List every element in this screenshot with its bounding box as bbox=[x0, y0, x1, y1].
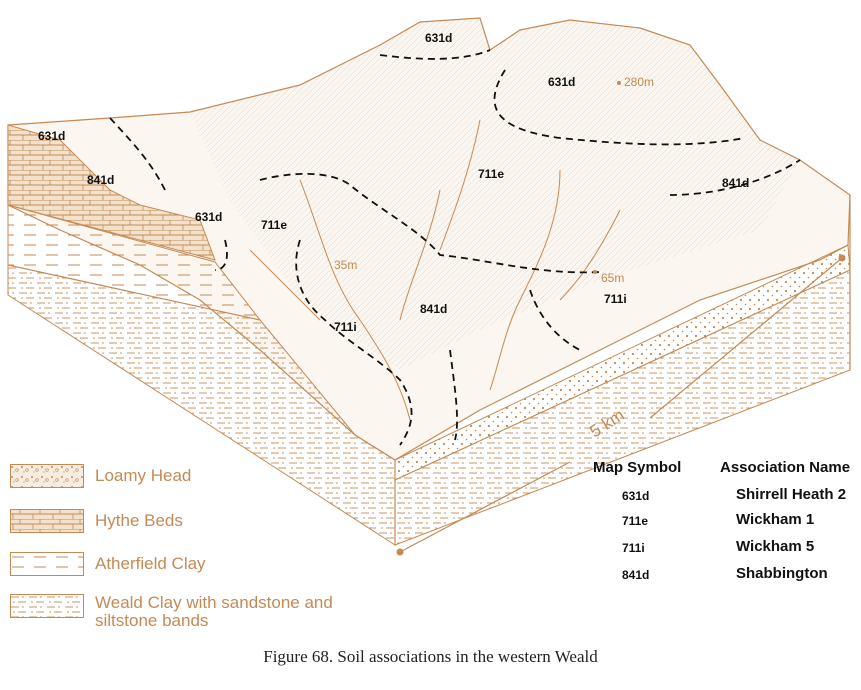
label-631d-mid: 631d bbox=[195, 210, 222, 224]
legend-swatch-hythe-beds bbox=[10, 509, 84, 533]
table-row-symbol: 631d bbox=[622, 489, 650, 503]
scale-bar: 5 km bbox=[396, 254, 846, 556]
table-header-symbol: Map Symbol bbox=[593, 459, 682, 476]
legend-label-atherfield-clay: Atherfield Clay bbox=[95, 554, 206, 573]
legend-swatch-loamy-head bbox=[10, 464, 84, 488]
legend-swatch-hythe-beds-svg bbox=[10, 509, 84, 533]
scale-bar-end bbox=[838, 254, 846, 262]
right-face-outline bbox=[394, 195, 851, 545]
label-711e-center: 711e bbox=[478, 167, 504, 181]
legend-swatch-atherfield-clay-svg bbox=[10, 552, 84, 576]
table-row-name: Wickham 5 bbox=[736, 538, 815, 555]
table-row-name: Wickham 1 bbox=[736, 511, 815, 528]
elevation-point-65 bbox=[593, 270, 597, 274]
elevation-280m: 280m bbox=[624, 75, 654, 89]
legend-swatch-weald-clay bbox=[10, 594, 84, 618]
legend-label-hythe-beds: Hythe Beds bbox=[95, 511, 183, 530]
label-631d-hill: 631d bbox=[548, 75, 575, 89]
table-header-name: Association Name bbox=[720, 459, 851, 476]
table-row-symbol: 711e bbox=[622, 514, 649, 528]
elevation-65m: 65m bbox=[601, 271, 624, 285]
label-711i-left: 711i bbox=[334, 320, 357, 334]
legend-label-weald-clay: Weald Clay with sandstone and siltstone … bbox=[95, 593, 333, 630]
label-631d-top: 631d bbox=[425, 31, 452, 45]
streams bbox=[249, 119, 621, 421]
label-711i-right: 711i bbox=[604, 292, 627, 306]
elevation-35m: 35m bbox=[334, 258, 357, 272]
legend-label-loamy-head: Loamy Head bbox=[95, 466, 192, 485]
label-841d-center: 841d bbox=[420, 302, 447, 316]
legend-swatch-loamy-head-svg bbox=[10, 464, 84, 488]
elevation-point-280 bbox=[617, 81, 621, 85]
table-row-symbol: 841d bbox=[622, 568, 650, 582]
table-row-name: Shirrell Heath 2 bbox=[736, 486, 847, 503]
table-row-name: Shabbington bbox=[736, 565, 828, 582]
soil-boundaries bbox=[109, 49, 801, 446]
legend-swatch-atherfield-clay bbox=[10, 552, 84, 576]
label-841d-right: 841d bbox=[722, 176, 749, 190]
terrain-shading bbox=[190, 18, 800, 370]
label-631d-left: 631d bbox=[38, 129, 65, 143]
figure-caption: Figure 68. Soil associations in the west… bbox=[263, 647, 598, 666]
table-row-symbol: 711i bbox=[622, 541, 645, 555]
legend-swatch-weald-clay-svg bbox=[10, 594, 84, 618]
label-711e-left: 711e bbox=[261, 218, 287, 232]
label-841d-left: 841d bbox=[87, 173, 114, 187]
scale-bar-start bbox=[396, 548, 404, 556]
